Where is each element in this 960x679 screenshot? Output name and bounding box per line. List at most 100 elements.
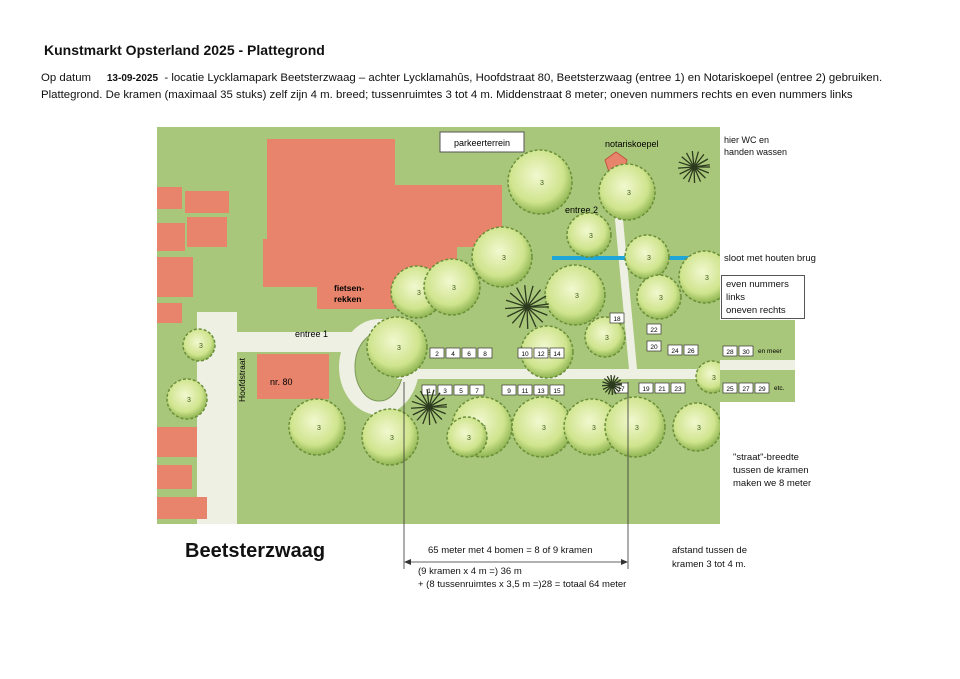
extension-path [720, 360, 795, 370]
tree-label: 3 [712, 375, 716, 382]
entree1-label: entree 1 [295, 329, 328, 339]
dimension-arrow [403, 524, 629, 569]
intro-prefix: Op datum [41, 72, 92, 84]
stall-30: 30 [738, 345, 754, 357]
wc-note: hier WC en handen wassen [724, 134, 787, 158]
tree-label: 3 [397, 345, 401, 352]
tree-label: 3 [589, 233, 593, 240]
house-9 [157, 497, 207, 519]
stall-25: 25 [722, 382, 738, 394]
dimension-line-2: (9 kramen x 4 m =) 36 m [418, 566, 522, 577]
parking-label-box [439, 131, 525, 153]
wc-note-line-1: hier WC en [724, 135, 770, 145]
svg-text:21: 21 [658, 386, 666, 393]
svg-text:22: 22 [650, 327, 658, 334]
house-7 [157, 427, 197, 457]
dimension-line-3: + (8 tussenruimtes x 3,5 m =)28 = totaal… [418, 579, 627, 590]
house-1 [157, 187, 182, 209]
svg-text:7: 7 [475, 388, 479, 395]
palm-tree-center [505, 285, 549, 330]
tree-14: 3 [672, 402, 720, 452]
tree-7: 3 [544, 264, 606, 326]
tree-label: 3 [592, 425, 596, 432]
stall-28: 28 [722, 345, 738, 357]
fietsenrekken-label-1: fietsen- [334, 283, 364, 293]
svg-text:15: 15 [553, 388, 561, 395]
tree-13: 3 [604, 396, 666, 458]
hoofdstraat-label: Hoofdstraat [237, 357, 247, 402]
tree-2: 3 [166, 378, 208, 420]
tree-label: 3 [605, 335, 609, 342]
stall-8: 8 [477, 347, 493, 359]
tree-6: 3 [423, 258, 481, 316]
tree-label: 3 [467, 435, 471, 442]
svg-text:25: 25 [726, 386, 734, 393]
entree2-path [611, 177, 637, 369]
stall-18: 18 [609, 312, 625, 324]
stall-1: 1 [421, 384, 437, 396]
stall-10: 10 [517, 347, 533, 359]
intro-line-2: Plattegrond. De kramen (maximaal 35 stuk… [41, 89, 853, 101]
stall-24: 24 [667, 344, 683, 356]
stall-22: 22 [646, 323, 662, 335]
house-6 [157, 303, 182, 323]
stall-5: 5 [453, 384, 469, 396]
svg-text:30: 30 [742, 349, 750, 356]
svg-text:23: 23 [674, 386, 682, 393]
tree-20: 3 [636, 274, 682, 320]
palm-tree-notariskoepel [677, 151, 710, 184]
house-2 [185, 191, 229, 213]
street-width-note: "straat"-breedte tussen de kramen maken … [733, 451, 811, 490]
tree-18: 3 [624, 234, 670, 280]
svg-text:18: 18 [613, 316, 621, 323]
tree-22: 3 [695, 360, 720, 394]
tree-label: 3 [390, 435, 394, 442]
entree2-label: entree 2 [565, 205, 598, 215]
house-5 [157, 257, 193, 297]
svg-text:10: 10 [521, 351, 529, 358]
stall-12: 12 [533, 347, 549, 359]
entree1-path [197, 332, 357, 352]
parking-label: parkeerterrein [454, 138, 510, 148]
tree-label: 3 [452, 285, 456, 292]
nr80-label: nr. 80 [270, 377, 293, 387]
nr80-building [257, 354, 329, 399]
tree-label: 3 [659, 295, 663, 302]
afstand-line-2: kramen 3 tot 4 m. [672, 559, 746, 570]
stall-15: 15 [549, 384, 565, 396]
street-note-line-2: tussen de kramen [733, 465, 809, 476]
tree-17: 3 [566, 212, 612, 258]
page-title: Kunstmarkt Opsterland 2025 - Plattegrond [44, 42, 325, 58]
intro-text: Op datum 13-09-2025 - locatie Lycklamapa… [41, 70, 882, 104]
tree-label: 3 [635, 425, 639, 432]
tree-21: 3 [584, 316, 626, 358]
tree-19: 3 [678, 250, 720, 304]
svg-text:27: 27 [742, 386, 750, 393]
svg-text:1: 1 [427, 388, 431, 395]
svg-text:19: 19 [642, 386, 650, 393]
fietsenrekken-label-2: rekken [334, 294, 361, 304]
house-8 [157, 465, 192, 489]
wc-note-line-2: handen wassen [724, 147, 788, 157]
sloot-note: sloot met houten brug [724, 253, 816, 264]
tree-label: 3 [502, 255, 506, 262]
tree-27: 3 [288, 398, 346, 456]
palm-tree-lower [410, 389, 447, 426]
stall-7: 7 [469, 384, 485, 396]
legend-box: even nummers links oneven rechts [721, 275, 805, 319]
street-note-prefix: maken we [733, 478, 779, 489]
svg-text:6: 6 [467, 351, 471, 358]
intro-line-1: Op datum 13-09-2025 - locatie Lycklamapa… [41, 70, 882, 87]
stall-13: 13 [533, 384, 549, 396]
stall-3: 3 [437, 384, 453, 396]
tree-label: 3 [542, 425, 546, 432]
legend-line-3: oneven rechts [726, 305, 786, 316]
tree-16: 3 [598, 163, 656, 221]
house-4 [187, 217, 227, 247]
legend-line-2: links [726, 292, 746, 303]
svg-text:28: 28 [726, 349, 734, 356]
notariskoepel-label: notariskoepel [605, 139, 659, 149]
tree-label: 3 [199, 343, 203, 350]
